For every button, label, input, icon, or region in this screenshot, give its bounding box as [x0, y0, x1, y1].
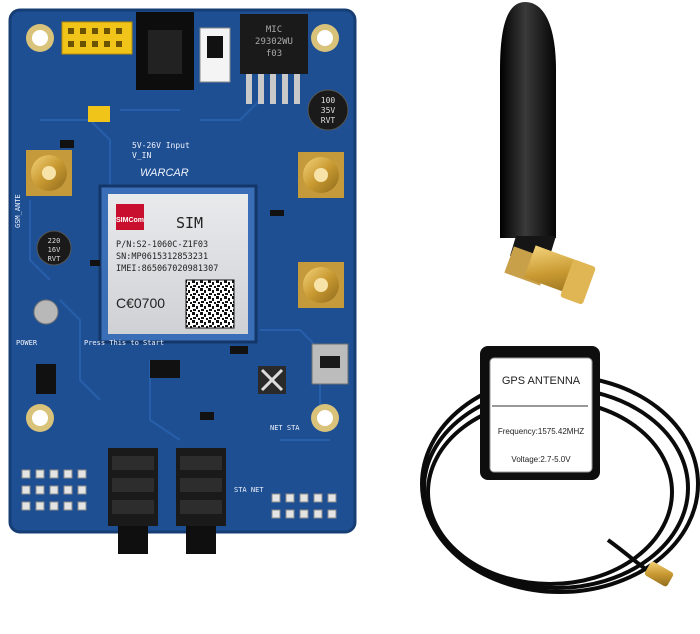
mounting-hole — [311, 404, 339, 432]
module-imei: IMEI:865067020981307 — [116, 264, 218, 274]
voltage-regulator: MIC 29302WU f03 — [240, 14, 308, 104]
pin-header-right — [271, 493, 337, 519]
gsm-stub-antenna — [500, 2, 596, 305]
jumper-black — [36, 364, 56, 394]
module-pn: P/N:S2-1060C-Z1F03 — [116, 240, 208, 250]
gps-antenna-voltage: Voltage:2.7-5.0V — [511, 455, 571, 464]
power-button[interactable] — [258, 366, 286, 394]
power-switch[interactable] — [199, 27, 231, 83]
svg-text:RVT: RVT — [48, 255, 61, 263]
net-sta-label: NET STA — [270, 424, 300, 432]
gps-antenna-title: GPS ANTENNA — [502, 375, 581, 387]
power-label: 5V-26V Input — [132, 141, 190, 150]
audio-jack — [108, 448, 158, 554]
jumper — [88, 106, 110, 122]
gps-sma-connector — [298, 152, 344, 198]
svg-text:RVT: RVT — [321, 116, 336, 125]
svg-text:100: 100 — [321, 96, 336, 105]
gps-antenna: GPS ANTENNA Frequency:1575.42MHZ Voltage… — [420, 346, 700, 594]
brand-label: WARCAR — [140, 167, 189, 179]
svg-text:SIMCom: SIMCom — [116, 217, 144, 224]
gps-antenna-label — [489, 357, 593, 473]
gsm-sma-connector — [26, 150, 72, 196]
svg-text:220: 220 — [48, 237, 61, 245]
electrolytic-capacitor: 100 35V RVT — [307, 89, 349, 131]
pin-header-top — [61, 21, 133, 55]
vin-label: V_IN — [132, 151, 151, 160]
press-label: Press This to Start — [84, 339, 164, 347]
svg-text:16V: 16V — [48, 246, 61, 254]
audio-jack — [176, 448, 226, 554]
svg-text:35V: 35V — [321, 106, 336, 115]
pin-header-left — [21, 469, 87, 511]
small-capacitor: 220 16V RVT — [36, 230, 72, 266]
regulator-text: 29302WU — [255, 37, 293, 47]
mounting-hole — [311, 24, 339, 52]
simcom-logo — [116, 204, 144, 230]
sim-module: SIMCom SIM P/N:S2-1060C-Z1F03 SN:MP06153… — [98, 184, 258, 344]
module-name: SIM — [176, 214, 203, 232]
gsm-antenna-label: GSM_ANTE — [14, 194, 22, 228]
bt-sma-connector — [298, 262, 344, 308]
gsm-gps-board: MIC 29302WU f03 100 35V RVT 5V-26V Input… — [8, 8, 357, 554]
reset-label: POWER — [16, 339, 38, 347]
regulator-text: MIC — [266, 25, 282, 35]
ce-mark: C€0700 — [116, 295, 165, 311]
mounting-hole — [26, 404, 54, 432]
module-sn: SN:MP0615312853231 — [116, 252, 208, 262]
buzzer — [33, 299, 59, 325]
mounting-hole — [26, 24, 54, 52]
sma-connector — [644, 561, 674, 587]
qr-code — [185, 279, 235, 329]
regulator-text: f03 — [266, 49, 282, 59]
gps-antenna-frequency: Frequency:1575.42MHZ — [498, 427, 584, 436]
sta-net-label: STA NET — [234, 486, 264, 494]
